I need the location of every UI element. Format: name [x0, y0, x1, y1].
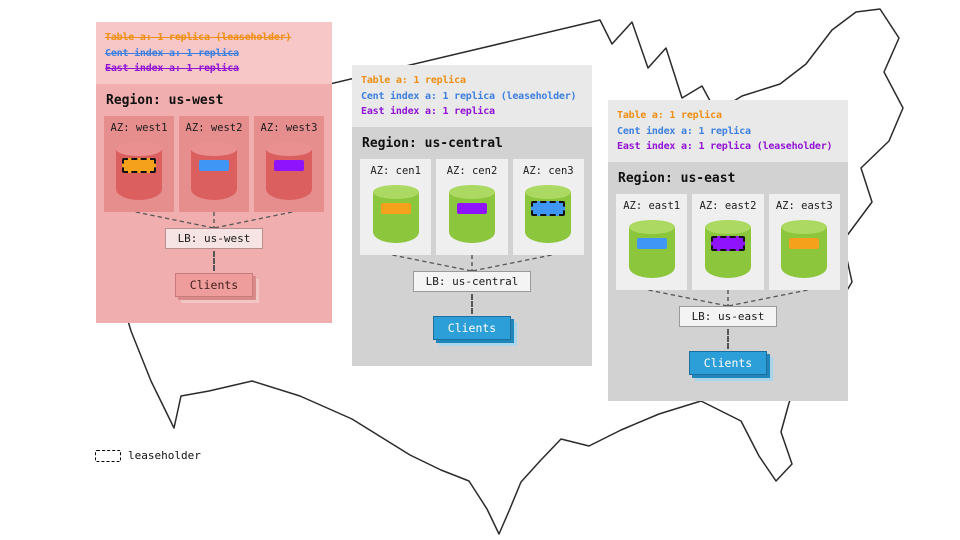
replica-chip	[274, 159, 304, 171]
cylinder-body	[372, 191, 419, 243]
annotation-table-a: Table a: 1 replica	[361, 75, 466, 86]
region-panel-us-west: Table a: 1 replica (leaseholder) Cent in…	[96, 22, 332, 323]
az-box-east3: AZ: east3	[768, 193, 840, 290]
az-row: AZ: cen1 AZ: cen2 AZ:	[352, 158, 592, 255]
annotation-east-index: East index a: 1 replica (leaseholder)	[617, 141, 833, 152]
replica-chip	[636, 237, 667, 249]
replica-annotations-us-central: Table a: 1 replica Cent index a: 1 repli…	[352, 65, 592, 127]
region-box-us-central: Region: us-central AZ: cen1 AZ: cen2	[352, 126, 592, 366]
annotation-cent-index: Cent index a: 1 replica (leaseholder)	[361, 90, 577, 102]
database-cylinder	[525, 184, 572, 243]
az-row: AZ: east1 AZ: east2 AZ	[608, 193, 848, 290]
az-to-lb-connectors	[648, 289, 808, 306]
cylinder-top	[628, 219, 675, 234]
region-title: Region: us-west	[106, 92, 224, 108]
az-to-lb-connectors	[135, 211, 293, 228]
annotation-cent-index: Cent index a: 1 replica	[105, 47, 239, 59]
replica-annotations-us-east: Table a: 1 replica Cent index a: 1 repli…	[608, 100, 848, 162]
region-panel-us-east: Table a: 1 replica Cent index a: 1 repli…	[608, 100, 848, 401]
clients-box-us-east: Clients	[688, 350, 768, 375]
clients-box-us-west: Clients	[174, 272, 254, 297]
az-box-west3: AZ: west3	[254, 115, 324, 212]
az-label: AZ: cen2	[446, 164, 498, 177]
cylinder-body	[266, 148, 312, 200]
replica-chip	[531, 200, 566, 216]
cylinder-body	[448, 191, 495, 243]
cylinder-body	[525, 191, 572, 243]
cylinder-top	[372, 184, 419, 199]
database-cylinder	[372, 184, 419, 243]
region-title: Region: us-east	[618, 170, 736, 186]
database-cylinder	[781, 219, 828, 278]
az-label: AZ: cen1	[370, 164, 421, 177]
cylinder-top	[525, 184, 572, 199]
annotation-table-a: Table a: 1 replica	[617, 110, 722, 121]
az-box-cen1: AZ: cen1	[360, 158, 432, 255]
az-to-lb-connectors	[392, 254, 552, 271]
database-cylinder	[628, 219, 675, 278]
az-label: AZ: west2	[185, 121, 243, 134]
annotation-east-index: East index a: 1 replica	[361, 106, 495, 117]
database-cylinder	[116, 141, 162, 200]
annotation-east-index: East index a: 1 replica	[105, 63, 239, 74]
load-balancer-us-central: LB: us-central	[412, 270, 532, 292]
cylinder-top	[191, 141, 237, 156]
cylinder-body	[628, 226, 675, 278]
load-balancer-us-west: LB: us-west	[164, 227, 264, 249]
region-box-us-east: Region: us-east AZ: east1 AZ: east2	[608, 161, 848, 401]
annotation-cent-index: Cent index a: 1 replica	[617, 125, 751, 137]
az-label: AZ: east1	[623, 199, 681, 212]
replica-chip	[789, 237, 820, 249]
legend: leaseholder	[95, 449, 201, 462]
az-box-east1: AZ: east1	[616, 193, 688, 290]
cylinder-body	[781, 226, 828, 278]
az-label: AZ: east3	[775, 199, 833, 212]
az-label: AZ: west1	[110, 121, 168, 134]
az-box-cen2: AZ: cen2	[436, 158, 508, 255]
cylinder-top	[448, 184, 495, 199]
cylinder-body	[704, 226, 751, 278]
replica-annotations-us-west: Table a: 1 replica (leaseholder) Cent in…	[96, 22, 332, 84]
annotation-table-a: Table a: 1 replica (leaseholder)	[105, 32, 292, 43]
lb-to-clients-connector	[727, 328, 729, 349]
cylinder-top	[116, 141, 162, 156]
region-title: Region: us-central	[362, 135, 503, 151]
az-box-cen3: AZ: cen3	[512, 158, 584, 255]
cylinder-top	[266, 141, 312, 156]
az-box-east2: AZ: east2	[692, 193, 764, 290]
clients-box-us-central: Clients	[432, 315, 512, 340]
database-cylinder	[704, 219, 751, 278]
lb-to-clients-connector	[471, 293, 473, 314]
legend-label: leaseholder	[128, 449, 201, 462]
replica-chip	[199, 159, 229, 171]
az-box-west1: AZ: west1	[104, 115, 174, 212]
replica-chip	[456, 202, 487, 214]
load-balancer-us-east: LB: us-east	[678, 305, 778, 327]
replica-chip	[710, 235, 745, 251]
replica-chip	[380, 202, 411, 214]
cylinder-top	[704, 219, 751, 234]
lb-to-clients-connector	[213, 250, 215, 271]
cylinder-body	[191, 148, 237, 200]
database-cylinder	[448, 184, 495, 243]
az-label: AZ: cen3	[523, 164, 574, 177]
az-row: AZ: west1 AZ: west2 AZ	[96, 115, 332, 212]
region-box-us-west: Region: us-west AZ: west1 AZ: west2	[96, 83, 332, 323]
az-box-west2: AZ: west2	[179, 115, 249, 212]
az-label: AZ: west3	[260, 121, 318, 134]
az-label: AZ: east2	[699, 199, 757, 212]
leaseholder-swatch-icon	[95, 449, 121, 462]
region-panel-us-central: Table a: 1 replica Cent index a: 1 repli…	[352, 65, 592, 366]
replica-chip	[122, 157, 156, 173]
cylinder-top	[781, 219, 828, 234]
database-cylinder	[191, 141, 237, 200]
cylinder-body	[116, 148, 162, 200]
database-cylinder	[266, 141, 312, 200]
